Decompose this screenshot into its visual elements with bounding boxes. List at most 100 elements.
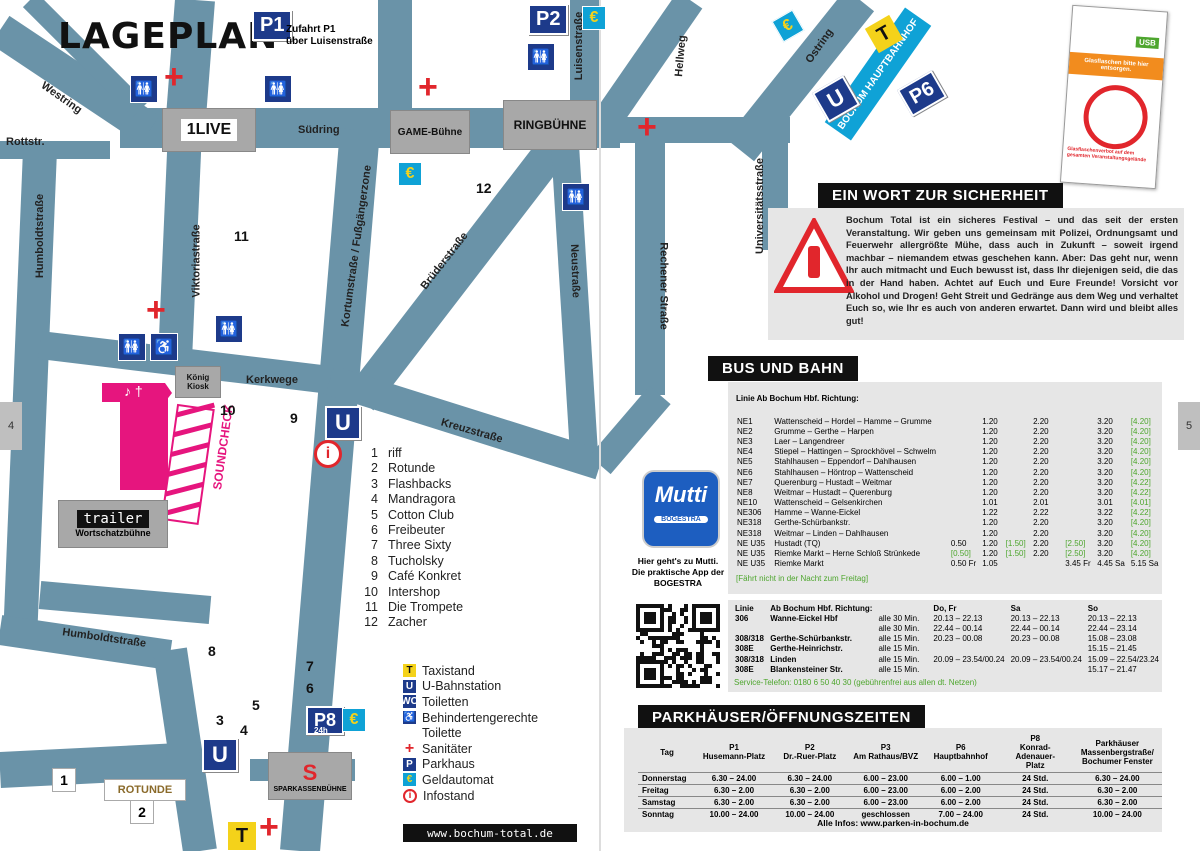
venue-marker[interactable]: 7 <box>306 658 314 674</box>
venue-marker[interactable]: 5 <box>252 697 260 713</box>
atm-icon[interactable]: € <box>398 162 422 186</box>
qr-module <box>684 652 688 656</box>
bus-cell <box>1062 426 1094 436</box>
qr-module <box>664 608 668 612</box>
bus-cell: 3.22 <box>1097 508 1113 518</box>
tram-header-cell: Ab Bochum Hbf. Richtung: <box>770 603 873 613</box>
venue-marker[interactable]: 1 <box>52 768 76 792</box>
toilet-icon[interactable]: 🚻 <box>130 75 158 103</box>
qr-module <box>672 632 676 636</box>
toilet-icon[interactable]: 🚻 <box>215 315 243 343</box>
venue-marker[interactable]: 12 <box>476 180 492 196</box>
venue-marker[interactable]: 3 <box>216 712 224 728</box>
subway-station-icon[interactable]: U <box>325 406 361 440</box>
venue-marker[interactable]: 10 <box>220 402 236 418</box>
bus-cell: Wattenscheid – Hordel – Hamme – Grumme <box>774 416 932 426</box>
bus-cell: [2.50] <box>1065 538 1086 548</box>
first-aid-icon[interactable]: + <box>146 291 166 329</box>
qr-module <box>648 636 652 640</box>
venue-marker[interactable]: 8 <box>208 643 216 659</box>
toilet-icon[interactable]: 🚻 <box>264 75 292 103</box>
stage-1live[interactable]: 1LIVE <box>162 108 256 152</box>
stage-sparkasse[interactable]: S SPARKASSENBÜHNE <box>268 752 352 800</box>
bus-cell <box>1003 559 1030 569</box>
toilet-icon[interactable]: 🚻 <box>118 333 146 361</box>
bus-cell: [4.20] <box>1130 538 1151 548</box>
bus-cell <box>948 426 979 436</box>
first-aid-icon[interactable]: + <box>637 108 657 146</box>
qr-module <box>652 644 656 648</box>
mutti-app-icon[interactable]: Mutti BOGESTRA <box>642 470 720 548</box>
toilet-icon[interactable]: 🚻 <box>527 43 555 71</box>
accessible-toilet-icon[interactable]: ♿ <box>150 333 178 361</box>
venue-marker[interactable]: 2 <box>130 800 154 824</box>
taxi-icon[interactable]: T <box>228 822 256 850</box>
parking-cell: 6.30 – 2.00 <box>771 796 848 809</box>
qr-module <box>700 676 704 680</box>
bus-cell: 2.20 <box>1033 528 1049 538</box>
bus-cell: Wattenscheid – Gelsenkirchen <box>774 498 883 508</box>
stage-konig-kiosk[interactable]: König Kiosk <box>175 366 221 398</box>
qr-module <box>644 604 648 608</box>
bus-cell: 2.20 <box>1033 416 1049 426</box>
venue-marker[interactable]: 6 <box>306 680 314 696</box>
bus-cell <box>948 477 979 487</box>
tram-header-cell: Do, Fr <box>933 603 957 613</box>
qr-module <box>636 612 640 616</box>
parking-p1-marker[interactable]: P1 <box>252 10 293 41</box>
qr-module <box>684 660 688 664</box>
legend-label: Taxistand <box>422 663 475 678</box>
venue-marker[interactable]: 9 <box>290 410 298 426</box>
qr-module <box>640 628 644 632</box>
qr-module <box>660 620 664 624</box>
qr-module <box>640 660 644 664</box>
bus-cell: Riemke Markt <box>774 559 824 569</box>
qr-module <box>692 628 696 632</box>
tram-cell: alle 30 Min. <box>878 623 920 633</box>
qr-module <box>664 684 668 688</box>
bus-cell: 1.20 <box>982 549 998 559</box>
qr-module <box>668 604 672 608</box>
first-aid-icon[interactable]: + <box>259 808 279 846</box>
venue-marker[interactable]: 11 <box>234 228 249 244</box>
bus-cell <box>948 467 979 477</box>
website-url[interactable]: www.bochum-total.de <box>403 824 577 842</box>
parking-cell: 6.30 – 24.00 <box>771 772 848 785</box>
atm-icon[interactable]: € <box>582 6 606 30</box>
qr-module <box>676 636 680 640</box>
qr-module <box>644 616 648 620</box>
first-aid-icon[interactable]: + <box>164 58 184 96</box>
qr-module <box>716 624 720 628</box>
atm-icon[interactable]: € <box>342 708 366 732</box>
bus-cell <box>1003 528 1030 538</box>
stage-game[interactable]: GAME-Bühne <box>390 110 470 154</box>
first-aid-icon[interactable]: + <box>418 68 438 106</box>
stage-rotunde[interactable]: ROTUNDE <box>104 779 186 801</box>
qr-module <box>700 656 704 660</box>
venue-marker[interactable]: 4 <box>240 722 248 738</box>
subway-station-icon[interactable]: U <box>202 738 238 772</box>
toilet-icon[interactable]: 🚻 <box>562 183 590 211</box>
bus-cell <box>1062 477 1094 487</box>
parking-p2-marker[interactable]: P2 <box>528 4 569 35</box>
qr-code[interactable] <box>636 604 720 688</box>
parking-p8-marker[interactable]: P8 <box>306 706 345 735</box>
qr-module <box>660 604 664 608</box>
qr-module <box>676 652 680 656</box>
stage-ring[interactable]: RINGBÜHNE <box>503 100 597 150</box>
info-stand-icon[interactable]: i <box>314 440 342 468</box>
stage-trailer[interactable]: trailer Wortschatzbühne <box>58 500 168 548</box>
